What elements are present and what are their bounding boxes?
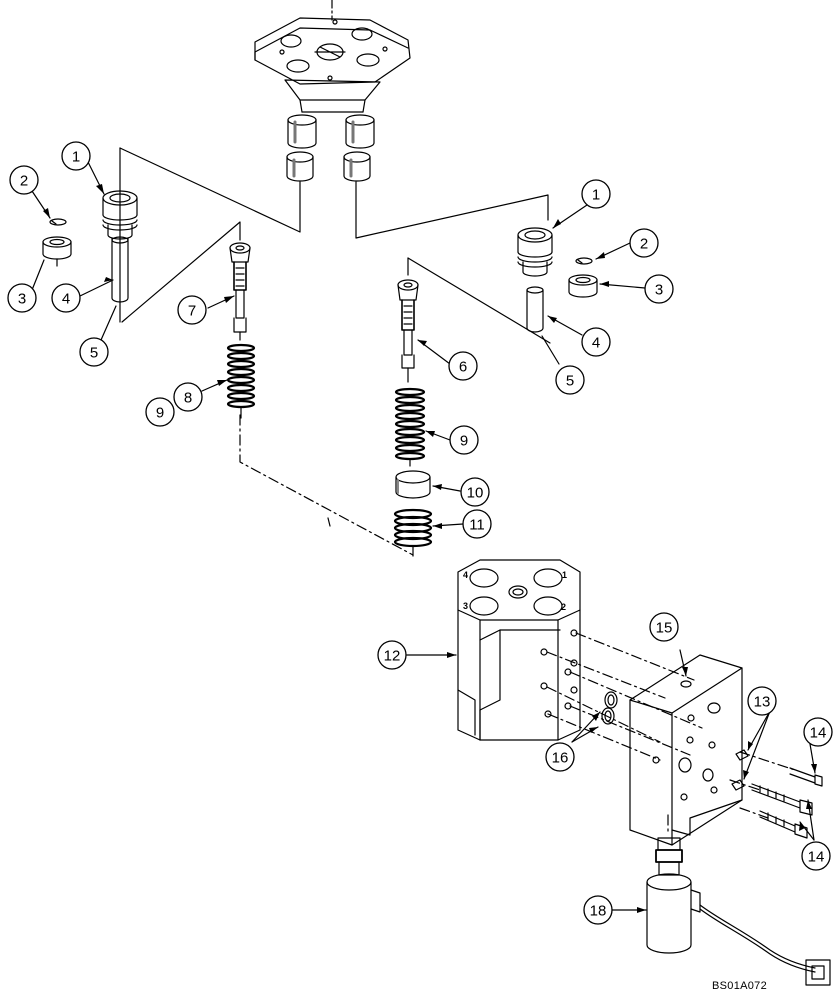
spacer-ring	[395, 470, 431, 499]
callout-15: 15	[656, 620, 673, 637]
port-label: 4	[463, 570, 468, 580]
callout-arrowheads	[43, 184, 817, 913]
valve-body	[457, 559, 581, 741]
left-plunger-assembly	[42, 190, 138, 303]
port-label: 1	[562, 570, 567, 580]
callout-18: 18	[590, 903, 607, 920]
port-label: 3	[463, 601, 468, 611]
center-spool	[397, 279, 419, 383]
capscrews	[751, 767, 823, 839]
callout-8: 8	[184, 390, 192, 407]
callout-7: 7	[188, 303, 196, 320]
orings	[601, 691, 618, 725]
callout-1: 1	[72, 149, 80, 166]
callout-11: 11	[469, 517, 485, 534]
callout-3: 3	[655, 282, 663, 299]
manifold-alignment-lines	[546, 632, 796, 836]
callout-leaders	[29, 161, 816, 911]
callout-10: 10	[467, 485, 484, 502]
port-label: 2	[561, 602, 566, 612]
callout-4: 4	[62, 291, 70, 308]
valve-body-port-labels: 4 1 3 2	[463, 570, 567, 612]
callout-3: 3	[18, 291, 26, 308]
callout-14: 14	[808, 849, 825, 866]
left-spring	[226, 343, 256, 419]
callout-9: 9	[460, 433, 468, 450]
callout-2: 2	[640, 236, 648, 253]
callout-16: 16	[552, 750, 569, 767]
lower-spring	[393, 508, 433, 548]
solenoid-cartridge	[646, 837, 831, 986]
callout-1: 1	[592, 187, 600, 204]
top-pilot-seal-bushings	[286, 114, 375, 182]
center-spring	[394, 387, 426, 467]
callout-bubbles	[7, 141, 833, 925]
callout-12: 12	[384, 648, 401, 665]
plugs	[731, 749, 749, 791]
callout-numbers: 1 2 3 4 5 1 2 3 4 5 6 7 8 9 9 10 11 12 1…	[18, 149, 827, 920]
dashed-spring-alignment-line	[239, 414, 414, 557]
callout-2: 2	[20, 173, 28, 190]
callout-4: 4	[592, 335, 600, 352]
callout-6: 6	[459, 359, 467, 376]
callout-13: 13	[754, 694, 771, 711]
callout-9: 9	[156, 405, 164, 422]
left-spool	[229, 242, 251, 341]
right-plunger-assembly	[517, 227, 598, 333]
assembly-guide-lines	[119, 147, 551, 344]
callout-5: 5	[90, 345, 98, 362]
callout-14: 14	[810, 725, 827, 742]
callout-5: 5	[566, 373, 574, 390]
manifold-block	[629, 654, 743, 846]
pilot-valve-top-housing	[254, 0, 411, 113]
figure-reference-code: BS01A072	[712, 980, 767, 992]
